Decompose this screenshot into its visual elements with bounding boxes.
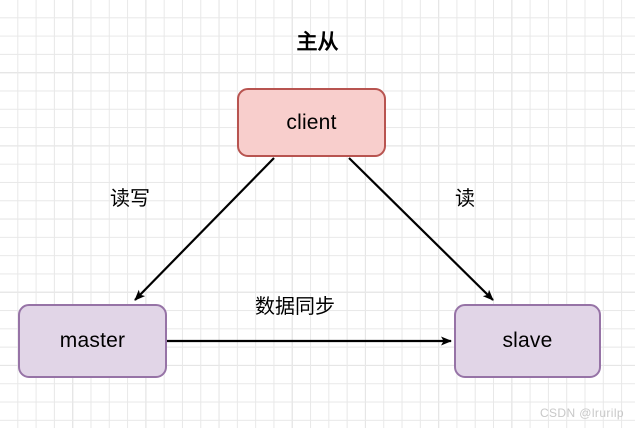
watermark: CSDN @lrurilp [539,406,624,420]
node-master-label: master [59,329,126,352]
edge-client-to-master [134,157,275,301]
edge-label-data-sync: 数据同步 [255,296,335,318]
diagram-title: 主从 [296,31,339,54]
node-client[interactable]: client [237,88,386,157]
node-slave-label: slave [502,329,553,352]
node-client-label: client [286,110,337,134]
node-slave[interactable]: slave [454,304,601,378]
edge-client-to-slave [348,157,494,301]
edge-label-read-write: 读写 [110,188,150,210]
edge-label-read: 读 [455,188,475,210]
node-master[interactable]: master [18,304,167,378]
